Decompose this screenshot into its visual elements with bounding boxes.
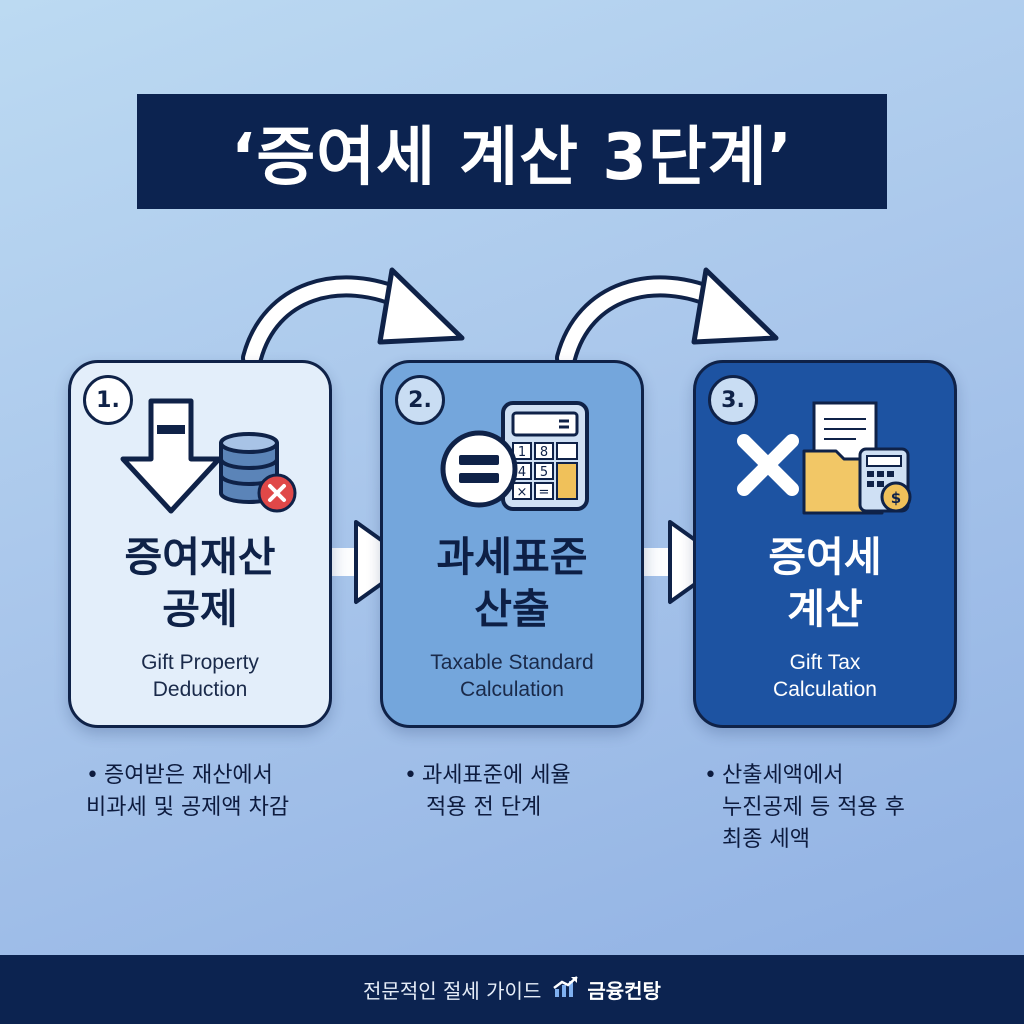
step-card-3: 3. $ 증여세 계산 Gift Tax Calculation	[693, 360, 957, 728]
title-banner: ‘증여세 계산 3단계’	[137, 94, 887, 209]
footer-text: 전문적인 절세 가이드	[363, 979, 542, 1003]
step-subtitle-line: Deduction	[152, 678, 248, 701]
minus-arrow-coins-icon	[120, 398, 297, 514]
growth-chart-icon	[553, 975, 579, 1004]
description-line: 산출세액에서	[722, 763, 844, 788]
step-subtitle-line: Gift Tax	[789, 651, 861, 674]
calc-key: 1	[518, 445, 526, 460]
page-title: ‘증여세 계산 3단계’	[231, 120, 793, 195]
equals-calculator-icon: 1 8 4 5 × =	[440, 401, 589, 511]
step-number-badge: 2.	[395, 375, 445, 425]
step-subtitle: Taxable Standard Calculation	[383, 649, 641, 703]
step-number-badge: 3.	[708, 375, 758, 425]
description-line: 비과세 및 공제액 차감	[86, 795, 290, 820]
calc-key: 8	[540, 445, 548, 460]
step-title: 과세표준 산출	[383, 531, 641, 635]
calc-key: 5	[540, 465, 548, 480]
description-line: 증여받은 재산에서	[104, 763, 273, 788]
step-subtitle-line: Calculation	[773, 678, 877, 701]
step-title-line: 계산	[787, 585, 863, 633]
description-line: 최종 세액	[722, 827, 810, 852]
step-title-line: 증여재산	[124, 533, 276, 581]
step-title-line: 산출	[474, 585, 550, 633]
step-description-1: •증여받은 재산에서 비과세 및 공제액 차감	[86, 763, 290, 820]
footer-brand: 금융컨탕	[587, 979, 661, 1003]
step-description-3: •산출세액에서 누진공제 등 적용 후 최종 세액	[704, 763, 905, 852]
curved-arrow-1	[241, 267, 465, 369]
curved-arrow-2	[555, 267, 779, 369]
step-title-line: 과세표준	[436, 533, 588, 581]
step-subtitle: Gift Property Deduction	[71, 649, 329, 703]
step-subtitle-line: Calculation	[460, 678, 564, 701]
calc-key: ×	[517, 485, 528, 500]
step-card-2: 2. 1 8 4 5 × = 과세표준 산출 Tax	[380, 360, 644, 728]
calc-key: 4	[518, 465, 526, 480]
step-title: 증여세 계산	[696, 531, 954, 635]
multiply-folder-calculator-icon: $	[737, 401, 912, 515]
step-card-1: 1. 증여재산 공제 Gift Property Deduction	[68, 360, 332, 728]
step-title: 증여재산 공제	[71, 531, 329, 635]
step-subtitle-line: Taxable Standard	[430, 651, 594, 674]
description-line: 누진공제 등 적용 후	[722, 795, 905, 820]
calc-key: =	[539, 485, 550, 500]
step-description-2: •과세표준에 세율 적용 전 단계	[404, 763, 571, 820]
description-line: 적용 전 단계	[426, 795, 542, 820]
step-title-line: 공제	[162, 585, 238, 633]
step-subtitle: Gift Tax Calculation	[696, 649, 954, 703]
step-number-badge: 1.	[83, 375, 133, 425]
svg-text:$: $	[891, 489, 901, 507]
footer-bar: 전문적인 절세 가이드 금융컨탕	[0, 955, 1024, 1024]
description-line: 과세표준에 세율	[422, 763, 571, 788]
step-subtitle-line: Gift Property	[141, 651, 259, 674]
step-title-line: 증여세	[768, 533, 882, 581]
